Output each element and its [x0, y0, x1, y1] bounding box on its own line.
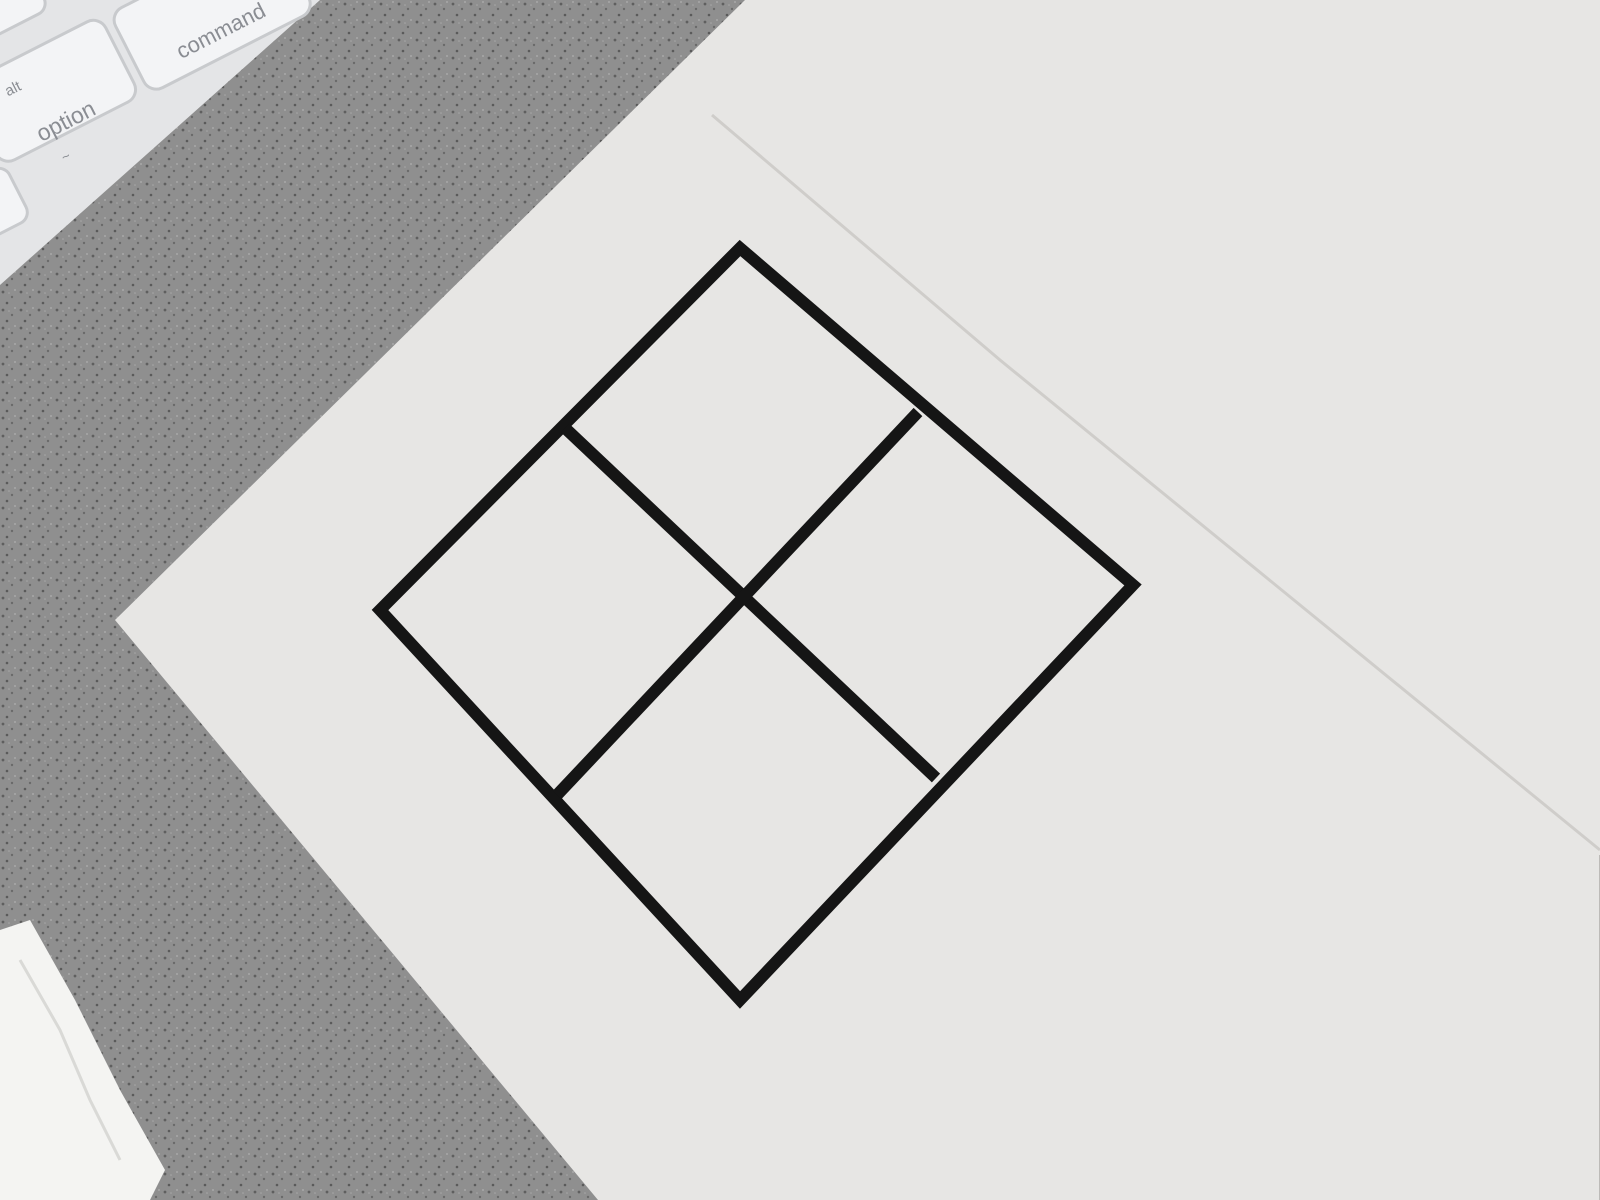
paper-sheet	[115, 0, 1600, 1200]
key-command[interactable]	[109, 0, 315, 94]
tissue-fold	[18, 959, 122, 1161]
grid-outline	[371, 239, 1142, 1009]
key-top-left[interactable]	[0, 0, 49, 45]
key-option[interactable]	[0, 16, 140, 167]
grid-divider-b	[552, 407, 923, 800]
paper-fold-shadow	[711, 113, 1600, 852]
grid-divider-a	[560, 423, 941, 783]
keyboard	[0, 0, 320, 285]
drawn-grid	[371, 239, 1142, 1009]
key-left-edge[interactable]	[0, 164, 31, 254]
tissue	[0, 920, 165, 1200]
